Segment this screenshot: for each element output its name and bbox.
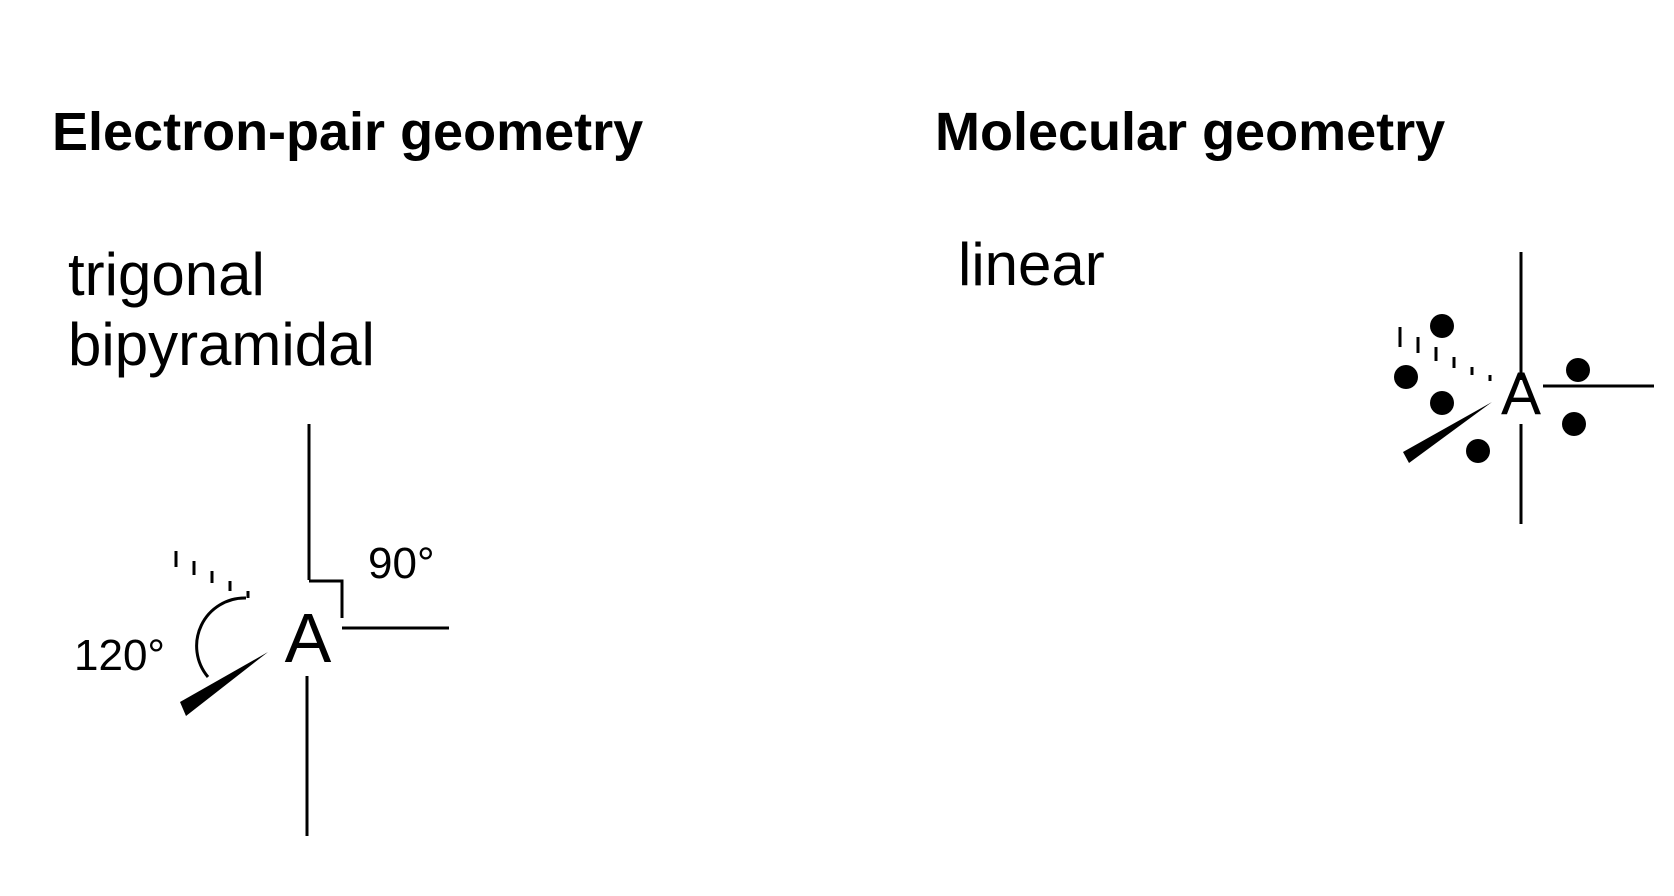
angle-arc-120 xyxy=(195,596,247,678)
angle-label-120: 120° xyxy=(74,631,165,680)
linear-molecule-diagram: A xyxy=(1394,252,1654,524)
electron-dot xyxy=(1466,439,1490,463)
geometry-name-line-1: trigonal xyxy=(68,241,265,308)
angle-label-90: 90° xyxy=(368,539,435,588)
electron-dot xyxy=(1394,365,1418,389)
electron-dot xyxy=(1562,412,1586,436)
central-atom-label: A xyxy=(285,599,332,677)
hashed-bond xyxy=(174,551,250,598)
molecular-geometry-heading: Molecular geometry xyxy=(935,102,1446,162)
electron-dot xyxy=(1430,391,1454,415)
geometry-name-line-2: bipyramidal xyxy=(68,311,375,378)
central-atom-label: A xyxy=(1501,360,1541,427)
right-angle-marker xyxy=(309,579,344,618)
wedge-bond xyxy=(180,652,268,716)
electron-dot xyxy=(1430,314,1454,338)
wedge-bond xyxy=(1403,402,1492,463)
electron-pair-geometry-name: trigonal bipyramidal xyxy=(68,240,375,380)
electron-dot xyxy=(1566,358,1590,382)
electron-pair-geometry-heading: Electron-pair geometry xyxy=(52,102,644,162)
hashed-bond xyxy=(1398,327,1492,381)
lone-pair-electrons xyxy=(1394,314,1590,463)
molecular-geometry-name: linear xyxy=(958,231,1105,298)
trigonal-bipyramidal-diagram: A 120° 90° xyxy=(74,424,449,836)
